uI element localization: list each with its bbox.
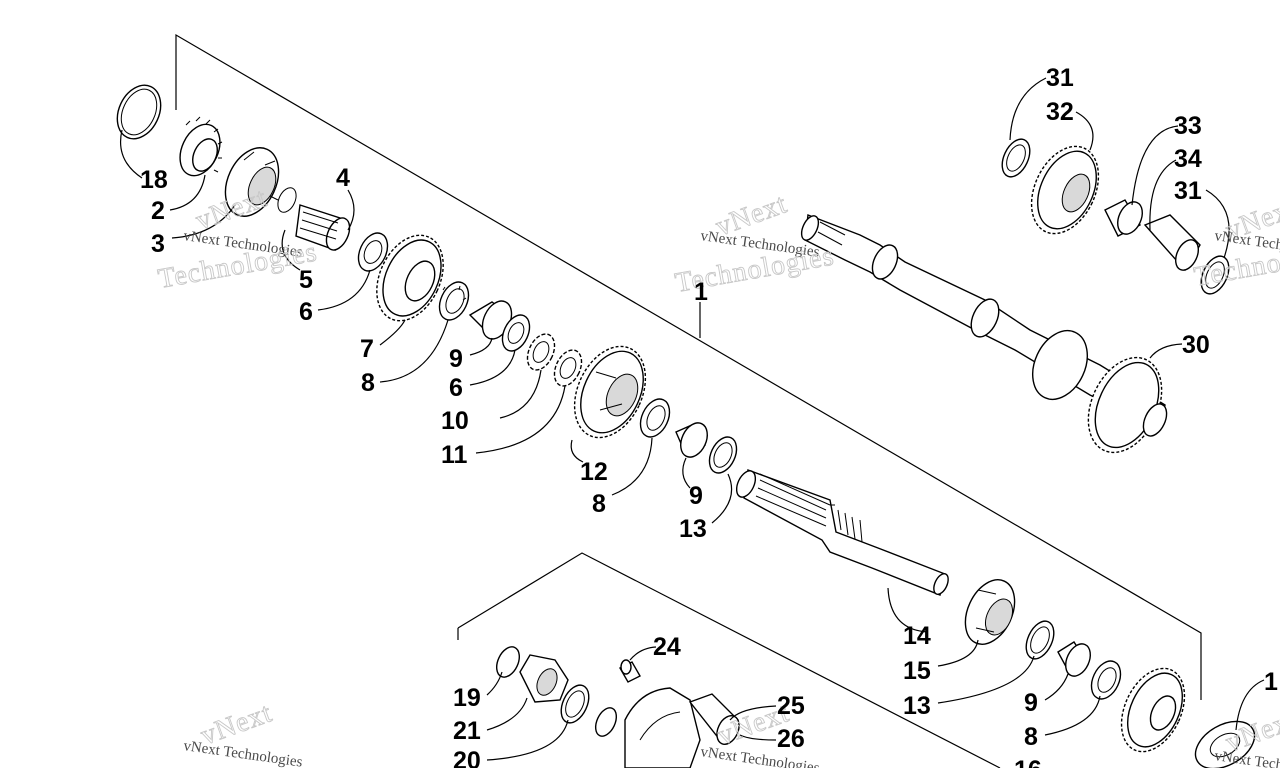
- part-label: 20: [453, 747, 481, 768]
- part-21-nut: [519, 654, 569, 703]
- part-label: 26: [777, 725, 805, 753]
- part-label: 13: [903, 692, 931, 720]
- part-20-washer: [560, 684, 590, 724]
- part-30-counter-shaft: [800, 214, 1168, 454]
- part-8-needle-bearing-b: [639, 398, 671, 438]
- part-33-bushing: [1104, 199, 1143, 237]
- part-label: 3: [151, 230, 165, 258]
- part-15-shift-dog: [964, 579, 1016, 645]
- part-11-lock-washer: [553, 349, 583, 387]
- watermark-company: vNext Technologies: [182, 738, 303, 768]
- part-9-bushing-b: [675, 422, 708, 458]
- part-label: 9: [689, 482, 703, 510]
- part-label: 31: [1046, 64, 1074, 92]
- part-label: 33: [1174, 112, 1202, 140]
- part-4-snap-ring: [277, 187, 297, 213]
- part-31-washer: [1001, 138, 1031, 178]
- part-9-bushing-c: [1057, 641, 1091, 677]
- part-22-snap-ring: [594, 707, 618, 737]
- part-label: 25: [777, 692, 805, 720]
- part-label: 30: [1182, 331, 1210, 359]
- part-label: 19: [453, 684, 481, 712]
- part-18-shim-ring: [116, 84, 162, 140]
- part-2-small-gear: [179, 116, 223, 177]
- part-label: 32: [1046, 98, 1074, 126]
- part-10-lock-washer: [526, 333, 556, 371]
- part-label: 31: [1174, 177, 1202, 205]
- part-label: 24: [653, 633, 681, 661]
- part-3-engagement-dog: [224, 147, 280, 217]
- part-label: 14: [903, 622, 931, 650]
- part-number-labels: 18 2 3 4 5 6 7 8 9 6 10 11 12 8 9 13 1 3…: [140, 64, 1278, 768]
- part-label: 8: [361, 369, 375, 397]
- part-14-main-shaft: [735, 469, 949, 596]
- part-16-gear: [1120, 667, 1186, 753]
- part-7-gear: [376, 234, 444, 322]
- part-label: 7: [360, 335, 374, 363]
- part-31-washer-b: [1200, 255, 1230, 295]
- part-label: 21: [453, 717, 481, 745]
- part-label: 16: [1014, 756, 1042, 768]
- part-13-washer-b: [1025, 620, 1055, 660]
- part-label: 13: [679, 515, 707, 543]
- part-23-shift-fork: [624, 687, 701, 768]
- assembly-bracket-upper: [175, 33, 1202, 700]
- part-17-washer: [1194, 720, 1256, 768]
- part-34-sleeve: [1143, 214, 1201, 272]
- part-label: 1: [694, 278, 708, 306]
- part-6-thrust-washer-b: [501, 314, 531, 352]
- part-12-large-gear: [573, 345, 647, 439]
- assembly-bracket-lower: [457, 552, 1001, 768]
- part-label: 18: [140, 166, 168, 194]
- part-label: 1: [1264, 668, 1278, 696]
- part-label: 2: [151, 197, 165, 225]
- part-24-pin: [619, 659, 641, 683]
- part-label: 15: [903, 657, 931, 685]
- part-13-washer: [708, 436, 738, 474]
- part-label: 10: [441, 407, 469, 435]
- part-label: 4: [336, 164, 350, 192]
- part-label: 6: [299, 298, 313, 326]
- part-8-needle-bearing-c: [1090, 660, 1122, 700]
- part-19-snap-ring: [495, 646, 521, 678]
- part-5-needle-bearing: [295, 204, 351, 251]
- part-label: 12: [580, 458, 608, 486]
- leader-lines: [120, 77, 1265, 761]
- part-label: 6: [449, 374, 463, 402]
- part-8-needle-bearing: [438, 281, 470, 321]
- part-label: 5: [299, 266, 313, 294]
- part-label: 34: [1174, 145, 1202, 173]
- part-label: 8: [592, 490, 606, 518]
- part-32-gear: [1030, 145, 1100, 235]
- part-label: 9: [449, 345, 463, 373]
- part-6-thrust-washer: [357, 232, 389, 272]
- part-label: 8: [1024, 723, 1038, 751]
- part-label: 11: [441, 441, 468, 469]
- part-label: 9: [1024, 689, 1038, 717]
